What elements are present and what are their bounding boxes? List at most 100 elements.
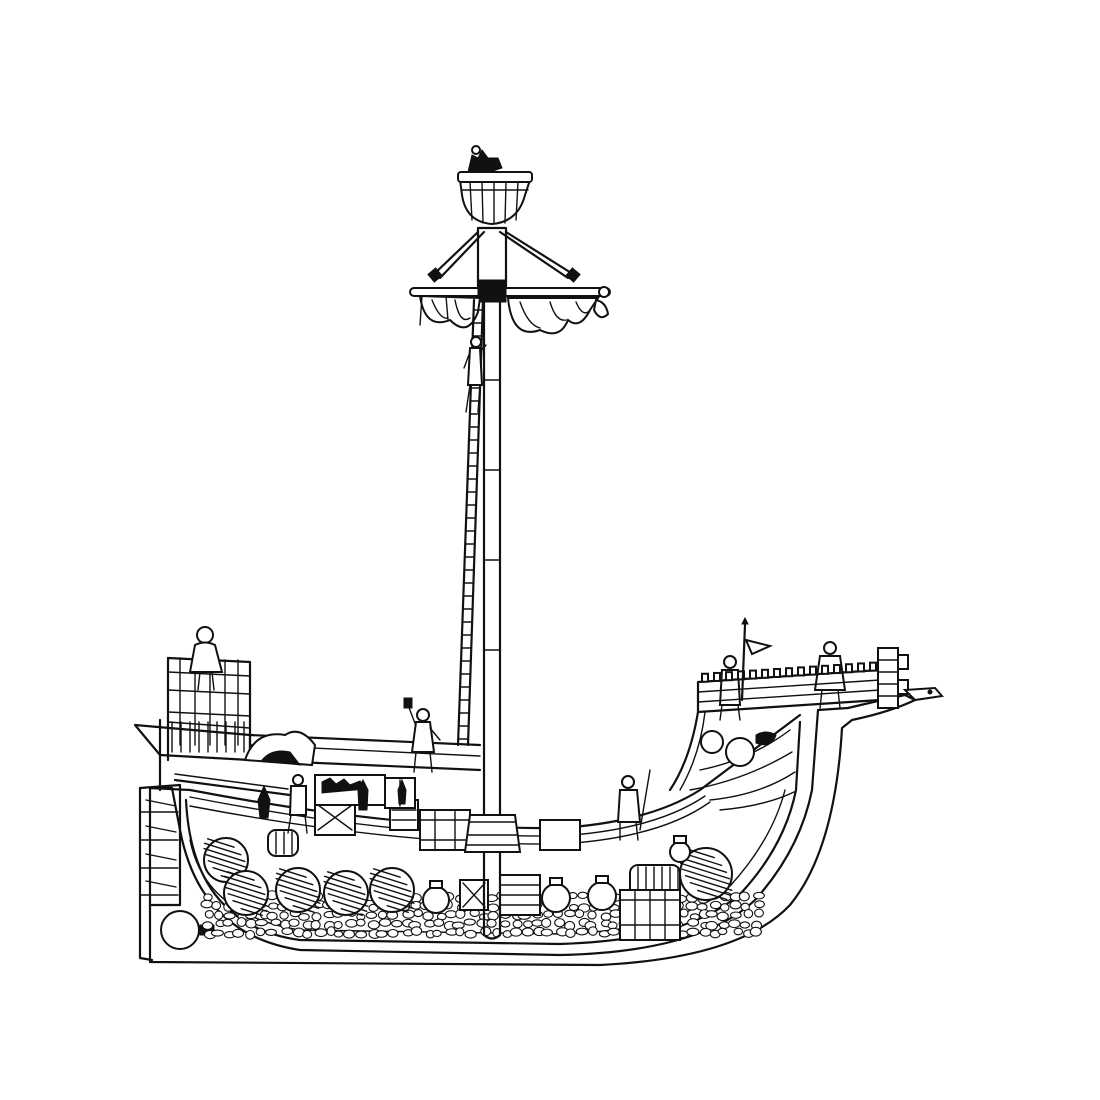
ballast-stone bbox=[575, 927, 589, 936]
ballast-stone bbox=[245, 929, 256, 940]
ballast-stone bbox=[265, 928, 278, 936]
sterncastle bbox=[133, 626, 482, 797]
ballast-stone bbox=[311, 912, 322, 922]
ballast-stone bbox=[743, 908, 754, 919]
forecastle-post bbox=[809, 665, 817, 676]
ballast-stone bbox=[342, 929, 356, 939]
barrel-stripe bbox=[689, 881, 732, 897]
ballast-stone bbox=[749, 926, 762, 937]
storage-jar bbox=[541, 883, 571, 913]
baluster-rail bbox=[167, 721, 251, 729]
ballast-stone bbox=[717, 927, 728, 936]
ballast-stone bbox=[607, 927, 620, 936]
ballast-stone bbox=[211, 901, 222, 911]
ballast-stone bbox=[326, 926, 336, 937]
ballast-stone bbox=[685, 901, 699, 911]
ballast-stone bbox=[577, 891, 589, 900]
barrel-stripe bbox=[323, 875, 362, 889]
forecastle-post bbox=[713, 671, 721, 682]
ballast-stone bbox=[355, 918, 366, 927]
ballast-stone bbox=[236, 917, 247, 927]
ballast-stone bbox=[355, 930, 368, 939]
ballast-stone bbox=[733, 927, 744, 936]
pennant bbox=[740, 616, 774, 702]
ballast-stone bbox=[433, 918, 445, 927]
ballast-stone bbox=[365, 911, 378, 919]
ballast-stone bbox=[568, 903, 579, 912]
forecastle-post bbox=[785, 667, 793, 678]
ballast-stone bbox=[410, 926, 423, 936]
ballast-stone bbox=[281, 927, 294, 936]
barrel-stripe bbox=[223, 875, 262, 889]
forecastle-post bbox=[845, 663, 853, 674]
ballast-stone bbox=[509, 927, 523, 937]
barrel-stripe bbox=[278, 868, 307, 878]
yard bbox=[409, 279, 611, 303]
forecastle-railing bbox=[701, 661, 877, 683]
ballast-stone bbox=[718, 921, 730, 930]
barrel-stripe bbox=[204, 853, 248, 869]
jar-neck bbox=[595, 875, 609, 884]
barrel-stripe bbox=[681, 868, 733, 886]
barrel-stripe bbox=[327, 893, 369, 907]
bowsprit bbox=[902, 686, 944, 702]
barrel-stripe bbox=[697, 889, 728, 901]
barrel-stripe bbox=[276, 883, 320, 899]
barrel-stripe bbox=[206, 838, 235, 848]
ballast-stone bbox=[204, 909, 214, 919]
barrel-stripe bbox=[323, 880, 366, 896]
ballast-stone bbox=[279, 911, 289, 920]
barrel-stripe bbox=[275, 872, 314, 886]
ballast-stone bbox=[521, 927, 534, 937]
ballast-stone bbox=[564, 909, 576, 918]
storage-jar bbox=[587, 881, 617, 911]
ballast-stone bbox=[310, 919, 321, 930]
ballast-stone bbox=[455, 927, 465, 937]
forecastle bbox=[668, 647, 909, 792]
ballast-stone bbox=[302, 929, 313, 939]
ballast-stone bbox=[719, 903, 730, 912]
jar-neck bbox=[429, 880, 443, 889]
barrel-stripe bbox=[203, 842, 242, 856]
ballast-stone bbox=[298, 912, 310, 921]
barrel-stripe bbox=[279, 890, 321, 904]
top-shrouds bbox=[427, 230, 581, 283]
ballast-stone bbox=[728, 919, 741, 929]
climbing-sailor-figure bbox=[463, 336, 487, 413]
ballast-stone bbox=[200, 899, 214, 909]
ballast-stone bbox=[729, 911, 742, 919]
ballast-stone bbox=[432, 929, 442, 938]
ballast-stone bbox=[500, 920, 511, 928]
barrel-stripe bbox=[378, 896, 414, 910]
barrel-stripe bbox=[226, 871, 255, 881]
ballast-stone bbox=[523, 920, 534, 929]
ballast-stone bbox=[375, 930, 388, 938]
barrel-stripe bbox=[370, 883, 414, 899]
mast bbox=[463, 226, 522, 940]
forecastle-post bbox=[869, 661, 877, 672]
ballast-stone bbox=[387, 928, 399, 938]
jar-neck bbox=[549, 877, 563, 886]
bow-pot bbox=[725, 737, 755, 767]
ballast-stone bbox=[464, 929, 477, 939]
ballast-stone bbox=[540, 928, 553, 937]
ballast-stone bbox=[214, 910, 224, 920]
ballast-stone bbox=[687, 918, 700, 927]
ballast-stone bbox=[480, 926, 492, 937]
ballast-stone bbox=[574, 909, 585, 919]
storage-jar bbox=[422, 886, 450, 914]
rudder-pintle bbox=[160, 910, 200, 950]
ballast-stone bbox=[288, 918, 300, 927]
ballast-stone bbox=[223, 912, 236, 920]
ballast-stone bbox=[314, 928, 328, 938]
ballast-stone bbox=[587, 910, 597, 920]
barrel-stripe bbox=[232, 899, 268, 913]
barrel-stripe bbox=[684, 874, 733, 892]
ballast-stone bbox=[391, 919, 403, 928]
ballast-stone bbox=[201, 921, 214, 930]
barrel-stripe bbox=[240, 907, 263, 917]
ballast-stone bbox=[345, 918, 358, 928]
forecastle-post bbox=[797, 666, 805, 677]
stern-lookout-figure bbox=[188, 626, 224, 691]
ballast-stone bbox=[699, 927, 712, 937]
